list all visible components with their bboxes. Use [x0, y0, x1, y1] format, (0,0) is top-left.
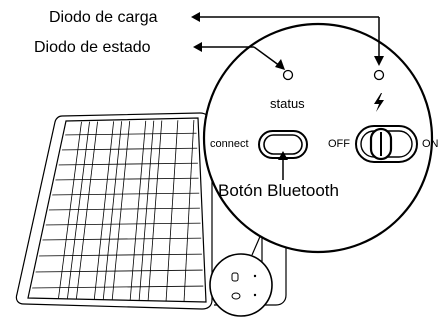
bluetooth-button-callout: Botón Bluetooth [218, 181, 339, 200]
status-led-arrow-head [193, 42, 202, 52]
status-led-arrow-diag [253, 46, 281, 67]
status-label: status [270, 96, 305, 111]
status-led-callout: Diodo de estado [34, 39, 151, 56]
bluetooth-arrow-head [278, 151, 288, 160]
connect-label: connect [210, 138, 249, 150]
mini-dot-icon [253, 274, 257, 278]
on-label: ON [422, 138, 439, 150]
status-led-arrow-tip [275, 59, 285, 70]
keyboard-keys [30, 120, 204, 302]
charge-led-arrow-tip [374, 56, 384, 66]
charge-led-icon [373, 69, 385, 81]
mini-switch-icon [231, 292, 241, 300]
off-label: OFF [328, 138, 350, 150]
mini-dot-icon [253, 293, 257, 297]
lightning-bolt-icon [374, 93, 384, 112]
status-led-icon [282, 69, 294, 81]
mini-status-led-icon [231, 272, 239, 282]
charge-led-callout: Diodo de carga [49, 9, 158, 26]
device-detail-circle [209, 253, 273, 317]
charge-led-arrow-head [191, 12, 200, 22]
zoom-panel-circle [202, 22, 434, 254]
